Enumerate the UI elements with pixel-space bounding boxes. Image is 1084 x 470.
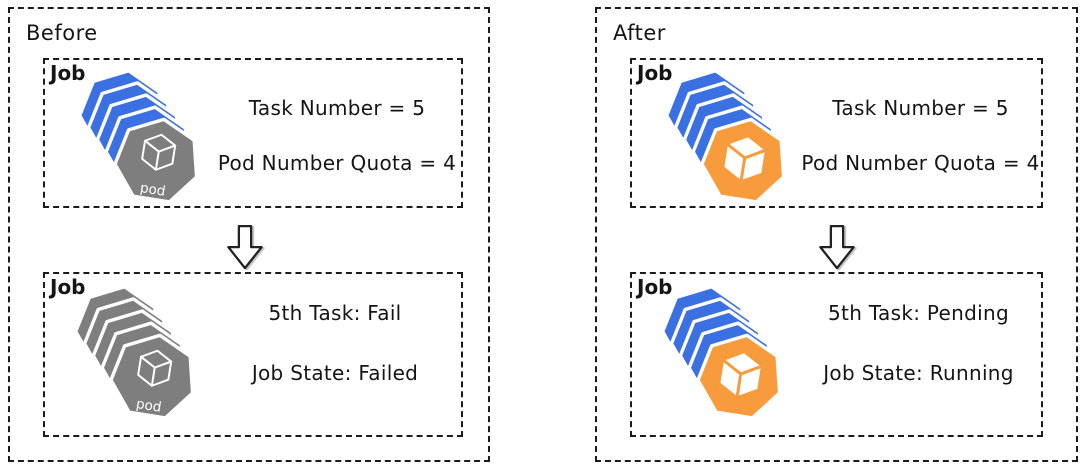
job-info-lines: 5th Task: Fail Job State: Failed (209, 274, 461, 435)
job-info-lines: Task Number = 5 Pod Number Quota = 4 (213, 60, 461, 206)
task-number-text: Task Number = 5 (248, 96, 426, 120)
pod-label: pod (135, 396, 163, 416)
down-arrow-icon (227, 224, 263, 270)
job-box-label: Job (50, 61, 86, 85)
pod-label: pod (139, 180, 167, 200)
pod-stack-icon-wrap: pod (69, 288, 209, 435)
pod-quota-text: Pod Number Quota = 4 (217, 151, 457, 175)
pod-stack-gray-icon: pod (69, 288, 203, 424)
pod-stack-icon-wrap (656, 288, 796, 435)
after-panel: After Job (595, 7, 1078, 462)
job-box-label: Job (637, 61, 673, 85)
panel-title-before: Before (26, 21, 98, 45)
job-box-before-top: Job (43, 58, 463, 208)
task-number-text: Task Number = 5 (832, 96, 1009, 120)
job-box-label: Job (50, 275, 86, 299)
pod-quota-text: Pod Number Quota = 4 (801, 151, 1040, 175)
down-arrow-icon (819, 224, 855, 270)
job-box-before-bottom: Job (43, 272, 463, 437)
job-box-after-top: Job (630, 58, 1043, 208)
job-info-lines: Task Number = 5 Pod Number Quota = 4 (800, 60, 1041, 206)
pod-stack-blue-gray-icon: pod (73, 72, 207, 208)
job-box-after-bottom: Job (630, 272, 1043, 437)
job-state-text: Job State: Running (823, 361, 1014, 385)
job-info-lines: 5th Task: Pending Job State: Running (796, 274, 1041, 435)
job-state-text: Job State: Failed (251, 361, 419, 385)
job-box-label: Job (637, 275, 673, 299)
task-state-text: 5th Task: Pending (828, 301, 1009, 325)
pod-stack-icon-wrap: pod (73, 72, 213, 208)
before-panel: Before Job (8, 7, 490, 462)
pod-stack-blue-orange-icon (656, 288, 790, 424)
pod-stack-icon-wrap (660, 72, 800, 208)
pod-stack-blue-orange-icon (660, 72, 794, 208)
task-state-text: 5th Task: Fail (268, 301, 402, 325)
panel-title-after: After (613, 21, 666, 45)
